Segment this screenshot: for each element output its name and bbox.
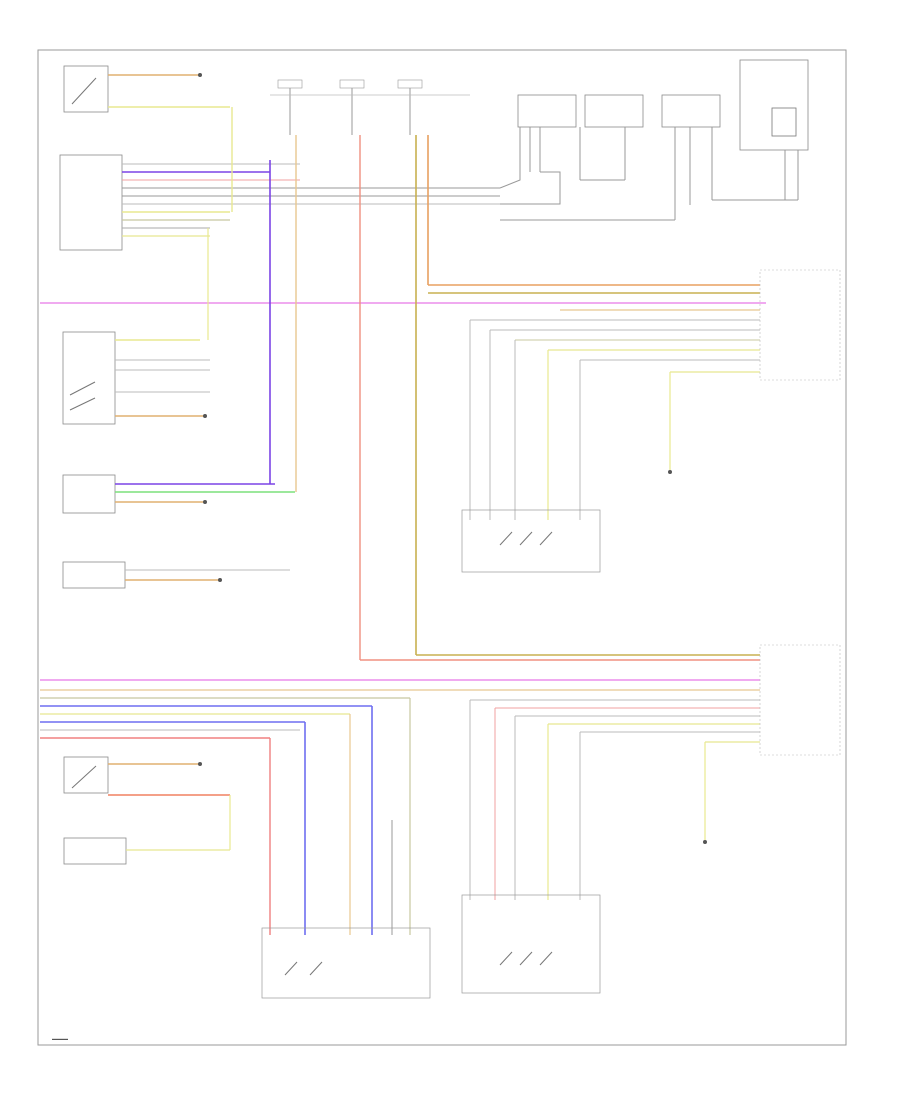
right-rear-switch [461,509,601,573]
page-number: ▬▬▬▬ [52,1036,68,1041]
parking-brake-switch [63,65,230,113]
control-module-top [661,94,721,220]
module-relay-left [62,474,295,514]
module-top-left [59,154,500,251]
connector-top-mid2 [579,94,644,181]
passenger-door-switch [261,927,431,999]
door-lock-switch [62,331,210,425]
module-bottom-left [63,795,231,865]
trunk-switch [63,756,230,796]
connector-top-middle [517,94,577,172]
module-small-left [62,561,290,589]
left-rear-switch [461,894,601,994]
sensor-top-right [712,59,809,201]
diagram-frame [37,49,847,1046]
fuse-block [270,79,470,135]
